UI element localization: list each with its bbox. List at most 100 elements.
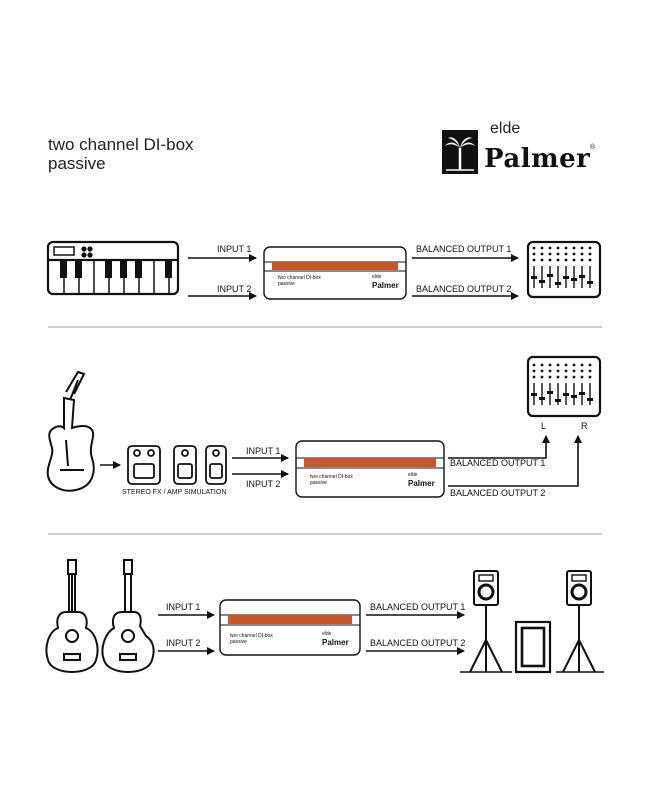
keyboard-icon <box>46 240 180 296</box>
brand-registered-mark: ® <box>590 144 596 151</box>
mixer-knob <box>588 363 592 367</box>
effects-pedal-icon <box>127 445 227 485</box>
palmer-logo: elde Palmer ® <box>440 120 600 180</box>
mixer-fader <box>571 395 577 398</box>
mixer-fader <box>539 280 545 283</box>
mixer-fader <box>531 276 537 279</box>
output-2-line <box>448 435 582 487</box>
output-1-label: BALANCED OUTPUT 1 <box>450 458 546 468</box>
brand-sub: elde <box>490 120 521 137</box>
mixer-knob <box>572 252 576 256</box>
device-brand-name: Palmer <box>322 638 349 647</box>
output-2-label: BALANCED OUTPUT 2 <box>416 284 512 294</box>
input-1-label: INPUT 1 <box>217 244 252 254</box>
electric-guitar-icon <box>46 370 95 492</box>
mixer-knob <box>548 369 552 373</box>
speaker-stand-icon <box>460 570 512 673</box>
right-label: R <box>581 421 588 431</box>
mixer-fader <box>563 276 569 279</box>
mixer-knob <box>588 375 592 379</box>
mixer-knob <box>532 252 536 256</box>
mixer-knob <box>532 246 536 250</box>
mixer-knob <box>532 258 536 262</box>
mixer-fader <box>587 281 593 284</box>
mixer-knob <box>572 246 576 250</box>
mixer-knob <box>548 363 552 367</box>
mixer-fader <box>539 397 545 400</box>
mixer-knob <box>572 258 576 262</box>
mixer-knob <box>588 252 592 256</box>
di-box <box>263 246 407 300</box>
mixer-knob <box>548 246 552 250</box>
mixer-fader <box>531 393 537 396</box>
output-1-label: BALANCED OUTPUT 1 <box>416 244 512 254</box>
input-2-label: INPUT 2 <box>246 479 281 489</box>
input-2-label: INPUT 2 <box>217 284 252 294</box>
mixer-fader <box>555 399 561 402</box>
mixer-knob <box>572 363 576 367</box>
mixer-knob <box>564 369 568 373</box>
left-label: L <box>541 421 547 431</box>
mixer-knob <box>556 363 560 367</box>
mixer-knob <box>532 369 536 373</box>
mixer-fader <box>555 282 561 285</box>
mixer-knob <box>572 375 576 379</box>
device-brand-sub: elde <box>372 274 382 280</box>
mixer-knob <box>580 252 584 256</box>
mixer-knob <box>572 369 576 373</box>
acoustic-guitar-icon <box>45 559 99 673</box>
mixer-knob <box>564 252 568 256</box>
mixer-knob <box>548 252 552 256</box>
mixer-knob <box>564 246 568 250</box>
mixer-knob <box>540 246 544 250</box>
mixer-fader <box>547 274 553 277</box>
mixer-icon <box>526 355 602 418</box>
mixer-knob <box>556 252 560 256</box>
mixer-knob <box>580 246 584 250</box>
mixer-fader <box>571 278 577 281</box>
mixer-fader <box>579 275 585 278</box>
device-brand-name: Palmer <box>408 479 435 488</box>
input-1-label: INPUT 1 <box>166 602 201 612</box>
di-box <box>295 440 445 498</box>
mixer-knob <box>580 369 584 373</box>
mixer-knob <box>540 375 544 379</box>
acoustic-guitar-icon <box>101 559 155 673</box>
mixer-knob <box>540 363 544 367</box>
mixer-knob <box>532 375 536 379</box>
mixer-knob <box>580 363 584 367</box>
output-2-label: BALANCED OUTPUT 2 <box>370 638 466 648</box>
mixer-knob <box>564 258 568 262</box>
device-brand-sub: elde <box>322 631 332 637</box>
mixer-knob <box>588 369 592 373</box>
title-line-2: passive <box>48 154 106 173</box>
title-line-1: two channel DI-box <box>48 135 194 154</box>
mixer-knob <box>588 246 592 250</box>
mixer-knob <box>580 375 584 379</box>
mixer-knob <box>556 258 560 262</box>
subwoofer-icon <box>514 620 552 674</box>
mixer-icon <box>526 240 602 299</box>
mixer-knob <box>548 375 552 379</box>
input-2-label: INPUT 2 <box>166 638 201 648</box>
mixer-knob <box>532 363 536 367</box>
output-1-line <box>448 435 550 459</box>
mixer-fader <box>579 392 585 395</box>
page-title: two channel DI-box passive <box>48 135 194 173</box>
output-2-label: BALANCED OUTPUT 2 <box>450 488 546 498</box>
mixer-knob <box>580 258 584 262</box>
mixer-fader <box>547 391 553 394</box>
input-1-label: INPUT 1 <box>246 446 281 456</box>
mixer-fader <box>563 393 569 396</box>
brand-name: Palmer <box>484 144 591 174</box>
output-1-label: BALANCED OUTPUT 1 <box>370 602 466 612</box>
mixer-knob <box>588 258 592 262</box>
mixer-knob <box>564 363 568 367</box>
device-brand-name: Palmer <box>372 281 399 290</box>
mixer-knob <box>564 375 568 379</box>
device-brand-sub: elde <box>408 472 418 478</box>
mixer-knob <box>556 246 560 250</box>
